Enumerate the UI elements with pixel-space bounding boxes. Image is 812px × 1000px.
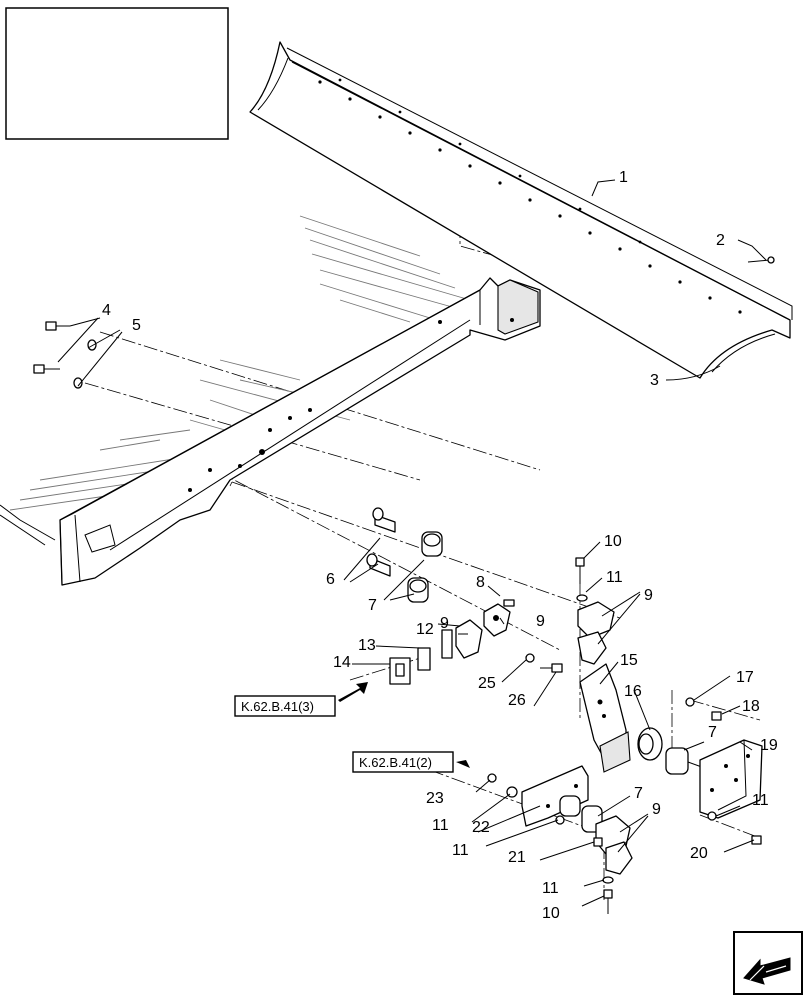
callout: 7: [368, 597, 377, 614]
callout: 10: [542, 905, 560, 922]
bolts-and-washers-4-5: [33, 321, 97, 389]
deflector-sheet: [249, 41, 793, 379]
reference-label: K.62.B.41(2): [359, 755, 432, 770]
callout: 11: [452, 842, 469, 859]
lower-plate-22-assembly: [487, 765, 633, 914]
callout: 9: [536, 613, 545, 630]
callout: 4: [102, 302, 111, 319]
callout: 21: [508, 849, 526, 866]
callout: 12: [416, 621, 434, 638]
callout: 9: [644, 587, 653, 604]
callout: 11: [606, 569, 623, 586]
callout: 1: [619, 169, 628, 186]
clamp-parts-8-14: [389, 599, 515, 685]
next-page-arrow-icon[interactable]: [733, 931, 803, 995]
callout: 26: [508, 692, 526, 709]
callout: 17: [736, 669, 754, 686]
callout: 5: [132, 317, 141, 334]
callout-numbers: 1 2 3 4 5 6 7 8 9 9 12 13 14 10 11 9 15 …: [102, 169, 778, 922]
cross-reference-k62b41-2[interactable]: K.62.B.41(2): [352, 751, 470, 773]
callout: 19: [760, 737, 778, 754]
callout-leaders: [57, 179, 767, 907]
washer-bolt-25-26: [525, 653, 563, 673]
screw-part-2: [747, 256, 775, 264]
callout: 8: [476, 574, 485, 591]
callout: 10: [604, 533, 622, 550]
callout: 14: [333, 654, 351, 671]
callout: 3: [650, 372, 659, 389]
reference-label: K.62.B.41(3): [241, 699, 314, 714]
callout: 6: [326, 571, 335, 588]
bracket-15-bearing-16: [579, 663, 663, 773]
callout: 25: [478, 675, 496, 692]
callout: 13: [358, 637, 376, 654]
callout: 23: [426, 790, 444, 807]
callout: 7: [708, 724, 717, 741]
header-frame-beam: [0, 277, 541, 586]
plate-19-assembly: [665, 697, 763, 845]
cross-reference-k62b41-3[interactable]: K.62.B.41(3): [234, 682, 368, 717]
callout: 15: [620, 652, 638, 669]
callout: 7: [634, 785, 643, 802]
blank-title-frame: [5, 7, 229, 140]
callout: 20: [690, 845, 708, 862]
callout: 22: [472, 819, 490, 836]
upper-bolt-clamp: [575, 557, 615, 665]
callout: 9: [652, 801, 661, 818]
callout: 18: [742, 698, 760, 715]
callout: 9: [440, 615, 449, 632]
callout: 2: [716, 232, 725, 249]
callout: 11: [542, 880, 559, 897]
bushings-6-7: [366, 507, 443, 603]
callout: 11: [432, 817, 449, 834]
callout: 16: [624, 683, 642, 700]
callout: 11: [752, 792, 769, 809]
